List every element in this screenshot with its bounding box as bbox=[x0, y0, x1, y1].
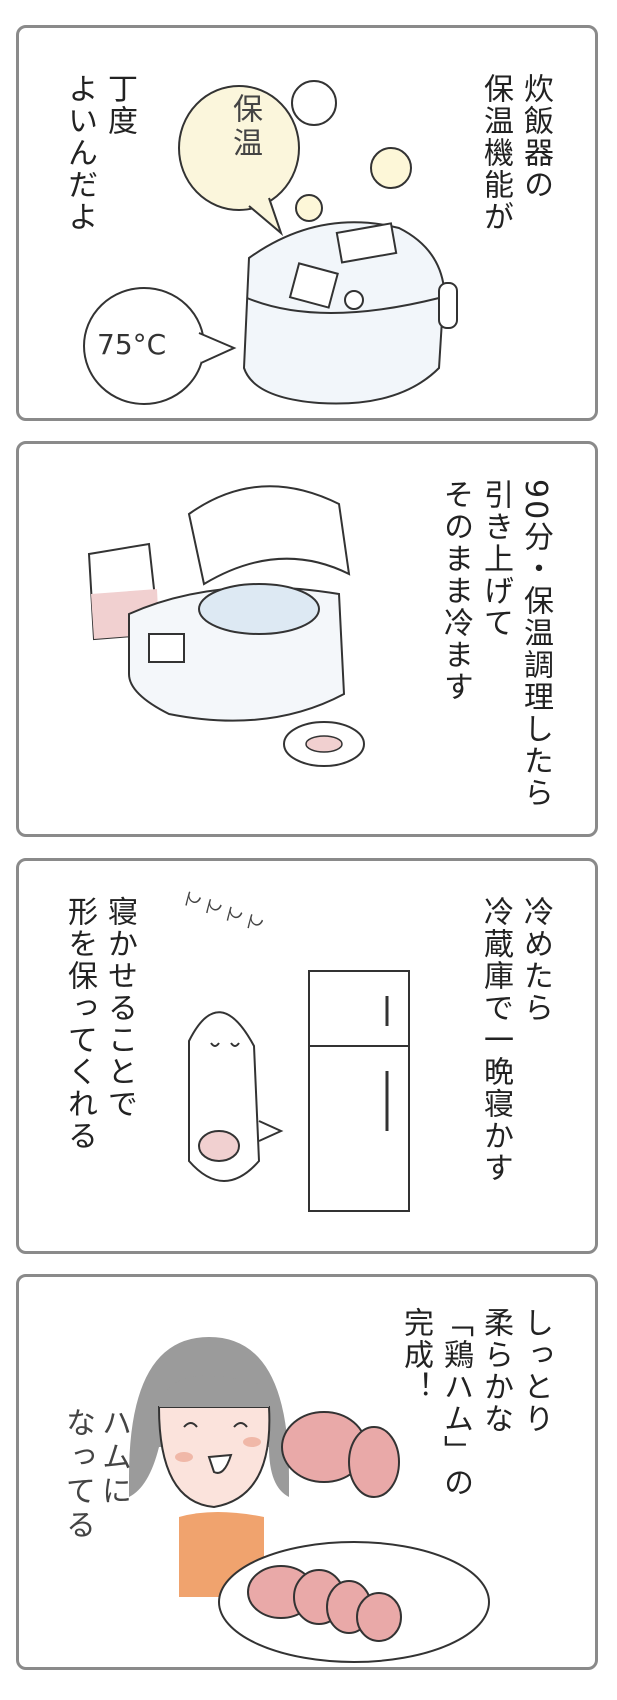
caption-text: 寝かせることで 形を保ってくれる bbox=[62, 896, 137, 1152]
speech-bubble-keep-warm: 保温 bbox=[227, 93, 262, 161]
girl-with-chicken-ham-illustration bbox=[129, 1337, 490, 1663]
panel-3: 冷めたら 冷蔵庫で一晩寝かす 寝かせることで 形を保ってくれる てててて bbox=[16, 858, 598, 1254]
speech-bubble-temperature: 75°C bbox=[97, 328, 167, 361]
narration-text: 90分・保温調理したら 引き上げて そのまま冷ます bbox=[438, 479, 553, 810]
narration-text: 炊飯器の 保温機能が bbox=[478, 73, 553, 233]
panel-4: しっとり 柔らかな 「鶏ハム」の 完成！ ハムに なってる bbox=[16, 1274, 598, 1670]
panel-2: 90分・保温調理したら 引き上げて そのまま冷ます bbox=[16, 441, 598, 837]
caption-text: 丁度 よいんだよ bbox=[62, 73, 137, 233]
rice-cooker-illustration bbox=[83, 80, 458, 405]
exclamation-text: ハムに なってる bbox=[60, 1407, 131, 1543]
narration-text: しっとり 柔らかな 「鶏ハム」の 完成！ bbox=[398, 1307, 553, 1499]
narration-text: 冷めたら 冷蔵庫で一晩寝かす bbox=[478, 896, 553, 1184]
open-rice-cooker-illustration bbox=[87, 485, 365, 767]
fridge-and-ghost-illustration bbox=[188, 970, 410, 1212]
panel-1: 炊飯器の 保温機能が 丁度 よいんだよ 保温 75°C bbox=[16, 25, 598, 421]
